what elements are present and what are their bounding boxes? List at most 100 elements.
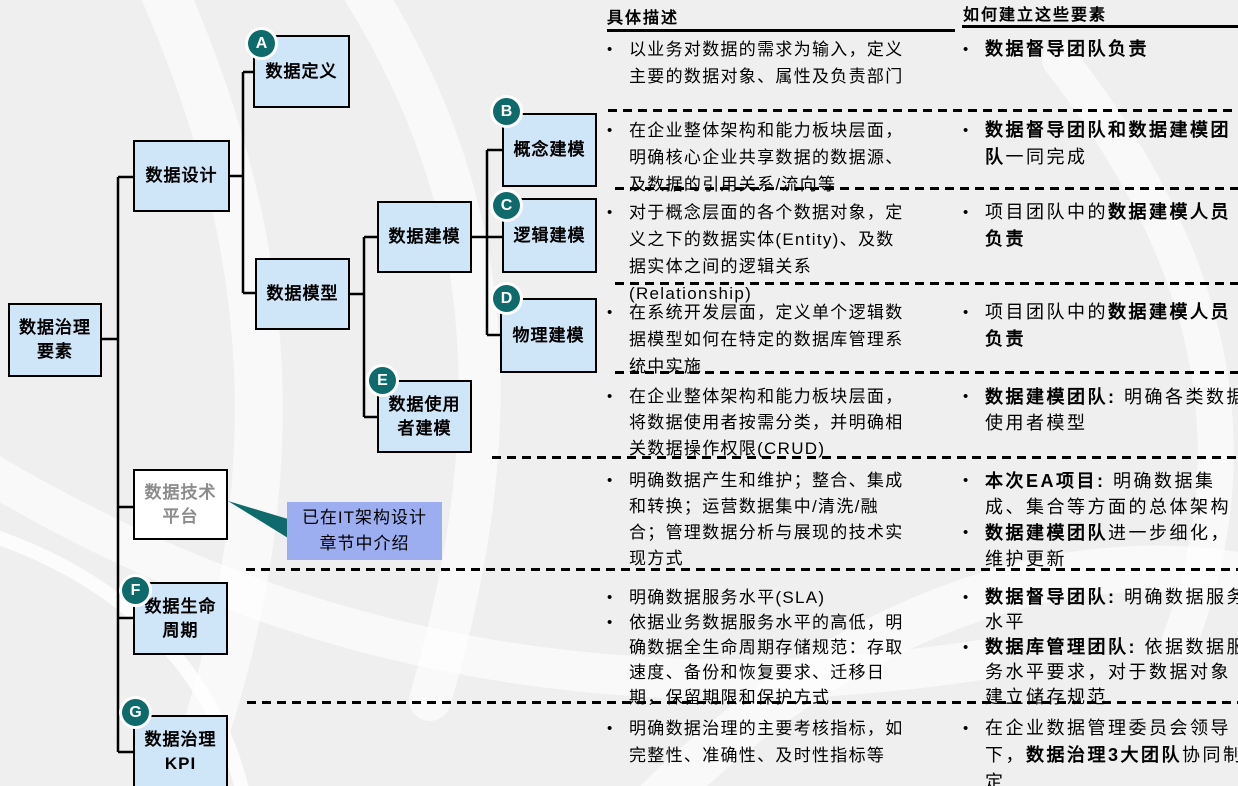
header-rule-description — [607, 29, 955, 32]
bullet-icon: • — [963, 639, 971, 656]
text-segment: 一同完成 — [1005, 147, 1088, 167]
text-segment: 在企业整体架构和能力板块层面，将数据使用者按需分类，并明确相关数据操作权限(CR… — [629, 387, 904, 458]
how-cell: • 数据督导团队和数据建模团队一同完成 — [963, 117, 1238, 171]
bullet-item: • 明确数据服务水平(SLA) — [607, 585, 909, 610]
bullet-icon: • — [963, 41, 971, 58]
node-conceptual-modeling: 概念建模 — [502, 113, 597, 187]
text-segment: 对于概念层面的各个数据对象，定义之下的数据实体(Entity)、及数据实体之间的… — [629, 203, 904, 303]
bullet-text: 在企业整体架构和能力板块层面，将数据使用者按需分类，并明确相关数据操作权限(CR… — [629, 384, 909, 462]
dashed-separator — [247, 701, 1238, 704]
bullet-icon: • — [963, 720, 971, 737]
text-segment: 明确各类数据使用者模型 — [985, 387, 1238, 433]
column-header-description: 具体描述 — [607, 10, 680, 27]
bullet-text: 在企业整体架构和能力板块层面，明确核心企业共享数据的数据源、及数据的引用关系/流… — [629, 117, 909, 198]
bullet-icon: • — [963, 472, 971, 489]
text-segment: 数据督导团队和数据建模团队 — [985, 120, 1231, 167]
bullet-icon: • — [963, 388, 971, 405]
text-segment: 明确数据产生和维护；整合、集成和转换；运营数据集中/清洗/融合；管理数据分析与展… — [629, 471, 904, 568]
bullet-text: 明确数据治理的主要考核指标，如完整性、准确性、及时性指标等 — [629, 715, 909, 769]
desc-cell: • 在企业整体架构和能力板块层面，将数据使用者按需分类，并明确相关数据操作权限(C… — [607, 384, 909, 462]
text-segment: 协同制定 — [985, 745, 1238, 786]
bullet-icon: • — [607, 204, 614, 221]
dashed-separator — [615, 282, 1238, 285]
desc-cell: •明确数据产生和维护；整合、集成和转换；运营数据集中/清洗/融合；管理数据分析与… — [607, 468, 909, 572]
callout-note: 已在IT架构设计 章节中介绍 — [287, 502, 442, 560]
bullet-item: • 数据督导团队负责 — [963, 36, 1238, 63]
text-segment: 明确数据服务水平 — [985, 587, 1238, 632]
bullet-icon: • — [607, 388, 614, 405]
bullet-item: • 数据督导团队: 明确数据服务水平 — [963, 585, 1238, 635]
bullet-text: 依据业务数据服务水平的高低，明确数据全生命周期存储规范：存取速度、备份和恢复要求… — [629, 610, 909, 710]
text-segment: 在企业整体架构和能力板块层面，明确核心企业共享数据的数据源、及数据的引用关系/流… — [629, 121, 904, 194]
text-segment: 依据数据服务水平要求，对于数据对象建立储存规范 — [985, 637, 1238, 707]
bullet-icon: • — [607, 720, 614, 737]
badge-d-icon: D — [493, 285, 520, 312]
text-segment: 在系统开发层面，定义单个逻辑数据模型如何在特定的数据库管理系统中实施 — [629, 303, 904, 376]
node-logical-modeling: 逻辑建模 — [502, 198, 597, 273]
node-physical-modeling: 物理建模 — [500, 298, 597, 373]
header-rule-how-to-build — [962, 25, 1238, 28]
bullet-item: • 明确数据治理的主要考核指标，如完整性、准确性、及时性指标等 — [607, 715, 909, 769]
text-segment: 依据业务数据服务水平的高低，明确数据全生命周期存储规范：存取速度、备份和恢复要求… — [629, 613, 904, 707]
callout-pointer-icon — [228, 501, 288, 538]
bullet-text: 明确数据产生和维护；整合、集成和转换；运营数据集中/清洗/融合；管理数据分析与展… — [629, 468, 909, 572]
bullet-text: 项目团队中的数据建模人员负责 — [985, 199, 1238, 253]
badge-g-icon: G — [122, 699, 149, 726]
text-segment: 明确数据治理的主要考核指标，如完整性、准确性、及时性指标等 — [629, 719, 904, 765]
dashed-separator — [608, 109, 1238, 112]
bullet-text: 以业务对数据的需求为输入，定义主要的数据对象、属性及负责部门 — [629, 36, 909, 90]
how-cell: • 数据督导团队: 明确数据服务水平 • 数据库管理团队: 依据数据服务水平要求，对于… — [963, 585, 1238, 710]
desc-cell: • 明确数据服务水平(SLA) • 依据业务数据服务水平的高低，明确数据全生命周期存储… — [607, 585, 909, 710]
bullet-item: • 本次EA项目: 明确数据集成、集合等方面的总体架构 — [963, 468, 1238, 520]
bullet-icon: • — [963, 204, 971, 221]
bullet-item: • 对于概念层面的各个数据对象，定义之下的数据实体(Entity)、及数据实体之间… — [607, 199, 909, 307]
bullet-item: • 在系统开发层面，定义单个逻辑数据模型如何在特定的数据库管理系统中实施 — [607, 299, 909, 380]
bullet-icon: • — [963, 589, 971, 606]
text-segment: 数据督导团队: — [985, 587, 1124, 607]
bullet-item: •在企业数据管理委员会领导下，数据治理3大团队协同制定 — [963, 715, 1238, 786]
bullet-item: •明确数据产生和维护；整合、集成和转换；运营数据集中/清洗/融合；管理数据分析与… — [607, 468, 909, 572]
bullet-text: 数据督导团队负责 — [985, 36, 1238, 63]
bullet-item: • 在企业整体架构和能力板块层面，将数据使用者按需分类，并明确相关数据操作权限(C… — [607, 384, 909, 462]
bullet-text: 对于概念层面的各个数据对象，定义之下的数据实体(Entity)、及数据实体之间的… — [629, 199, 909, 307]
desc-cell: • 以业务对数据的需求为输入，定义主要的数据对象、属性及负责部门 — [607, 36, 909, 90]
bullet-text: 明确数据服务水平(SLA) — [629, 585, 909, 610]
how-cell: •项目团队中的数据建模人员负责 — [963, 299, 1238, 353]
text-segment: 明确数据集成、集合等方面的总体架构 — [985, 471, 1231, 517]
badge-e-icon: E — [369, 367, 396, 394]
text-segment: 数据建模人员负责 — [985, 302, 1231, 349]
bullet-icon: • — [963, 122, 971, 139]
bullet-item: • 数据督导团队和数据建模团队一同完成 — [963, 117, 1238, 171]
badge-b-icon: B — [493, 98, 520, 125]
node-data-lifecycle: 数据生命 周期 — [133, 582, 228, 655]
text-segment: 数据建模团队: — [985, 387, 1124, 407]
desc-cell: • 在系统开发层面，定义单个逻辑数据模型如何在特定的数据库管理系统中实施 — [607, 299, 909, 380]
node-data-model: 数据模型 — [255, 258, 350, 330]
bullet-text: 数据建模团队进一步细化，维护更新 — [985, 520, 1238, 572]
bullet-icon: • — [607, 589, 614, 606]
bullet-item: • 依据业务数据服务水平的高低，明确数据全生命周期存储规范：存取速度、备份和恢复要… — [607, 610, 909, 710]
bullet-icon: • — [607, 614, 614, 631]
text-segment: 本次EA项目: — [985, 471, 1113, 491]
node-data-design: 数据设计 — [133, 140, 230, 212]
text-segment: 数据库管理团队: — [985, 637, 1145, 657]
badge-c-icon: C — [493, 192, 520, 219]
badge-a-icon: A — [248, 30, 275, 57]
bullet-icon: • — [607, 41, 614, 58]
bullet-icon: • — [607, 304, 614, 321]
bullet-item: • 以业务对数据的需求为输入，定义主要的数据对象、属性及负责部门 — [607, 36, 909, 90]
bullet-text: 在系统开发层面，定义单个逻辑数据模型如何在特定的数据库管理系统中实施 — [629, 299, 909, 380]
text-segment: 数据建模人员负责 — [985, 202, 1231, 249]
bullet-text: 项目团队中的数据建模人员负责 — [985, 299, 1238, 353]
text-segment: 项目团队中的 — [985, 302, 1108, 322]
dashed-separator — [615, 371, 1238, 374]
desc-cell: • 对于概念层面的各个数据对象，定义之下的数据实体(Entity)、及数据实体之间… — [607, 199, 909, 307]
text-segment: 在企业数据管理委员会领导下， — [985, 718, 1231, 765]
bullet-text: 数据库管理团队: 依据数据服务水平要求，对于数据对象建立储存规范 — [985, 635, 1238, 710]
dashed-separator — [246, 568, 1238, 571]
desc-cell: •在企业整体架构和能力板块层面，明确核心企业共享数据的数据源、及数据的引用关系/… — [607, 117, 909, 198]
node-data-tech-platform: 数据技术 平台 — [133, 469, 228, 540]
badge-f-icon: F — [122, 577, 149, 604]
